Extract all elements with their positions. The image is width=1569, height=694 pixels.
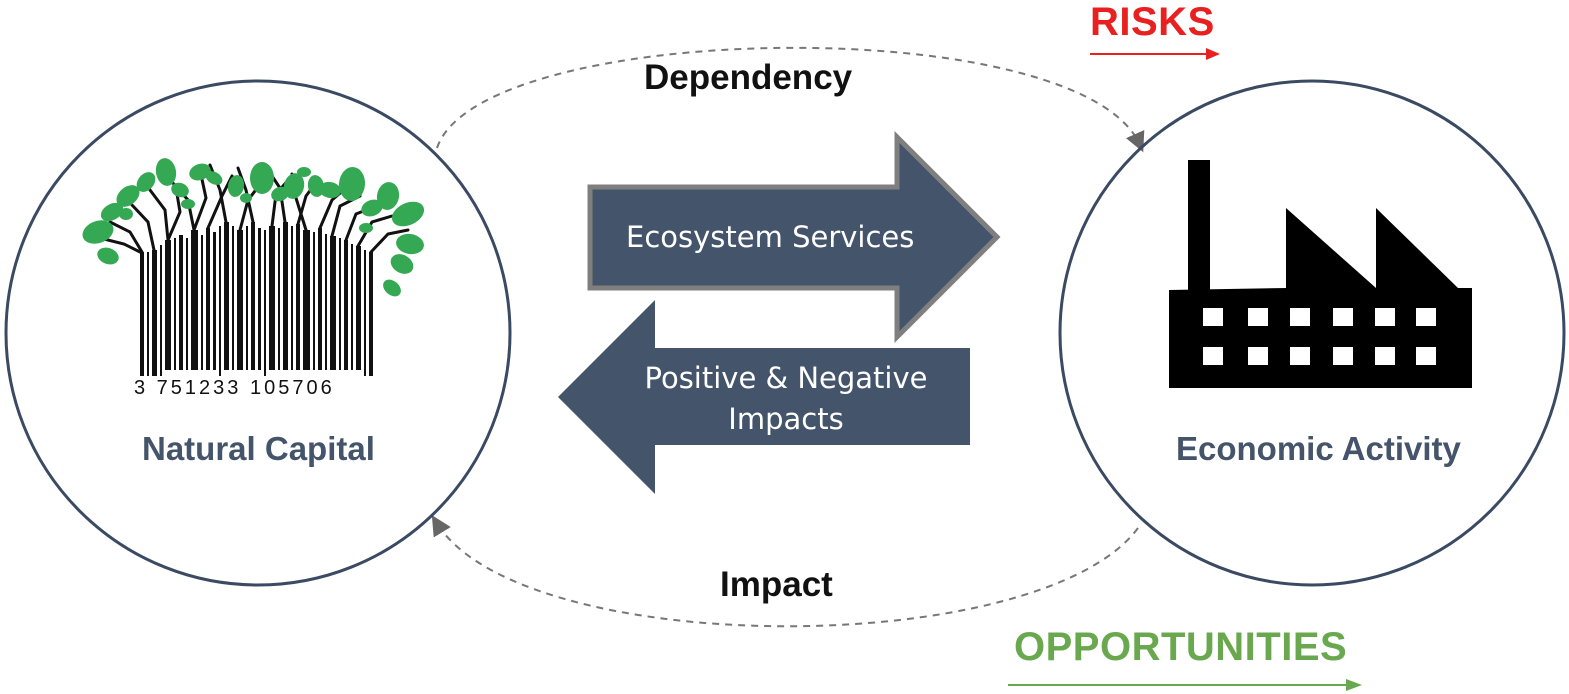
barcode-number: 3 751233 105706 [134, 377, 335, 399]
positive-negative-impacts-label: Positive & Negative Impacts [644, 361, 928, 436]
dependency-curve [436, 46, 1145, 153]
economic-activity-circle [1058, 79, 1566, 587]
ecosystem-services-arrow [587, 130, 1001, 344]
dependency-label: Dependency [644, 58, 853, 97]
factory-icon [1169, 160, 1472, 388]
impacts-arrow [558, 300, 970, 494]
barcode-tree-icon [82, 158, 425, 376]
economic-activity-label: Economic Activity [1176, 430, 1461, 467]
impact-label: Impact [720, 565, 833, 604]
opportunities-arrow [1008, 679, 1362, 691]
ecosystem-services-label: Ecosystem Services [626, 220, 915, 254]
opportunities-label: OPPORTUNITIES [1014, 625, 1348, 669]
risks-arrow [1090, 48, 1220, 60]
impact-curve [431, 515, 1139, 628]
natural-capital-label: Natural Capital [142, 430, 375, 467]
risks-label: RISKS [1090, 0, 1215, 44]
natural-capital-circle [4, 79, 512, 587]
